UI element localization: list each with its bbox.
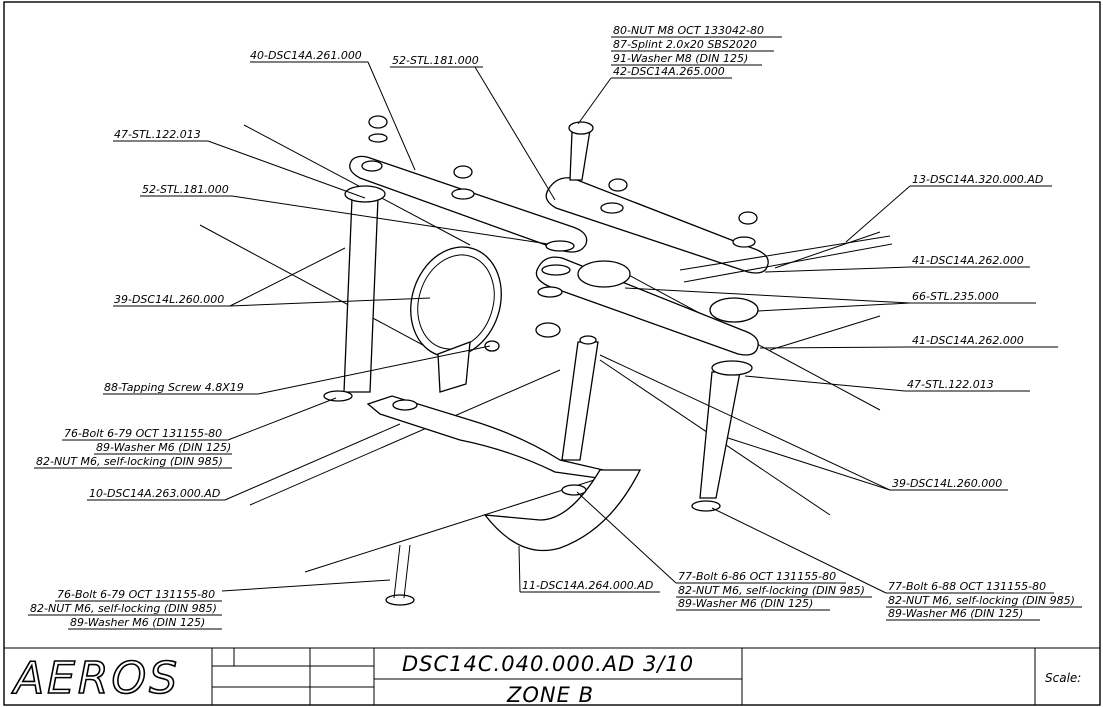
callout-77-bolt-b: 77-Bolt 6-88 OCT 131155-80	[888, 580, 1046, 593]
callout-89-washer-m6-d: 89-Washer M6 (DIN 125)	[70, 616, 205, 629]
callout-76-bolt-a: 76-Bolt 6-79 OCT 131155-80	[64, 427, 222, 440]
drawing-number: DSC14C.040.000.AD 3/10	[402, 652, 694, 676]
callout-47-stl-122-right: 47-STL.122.013	[907, 378, 994, 391]
scale-label: Scale:	[1045, 671, 1081, 685]
sheet-border	[3, 1, 1101, 706]
callout-42-dsc14a-265: 42-DSC14A.265.000	[613, 65, 725, 78]
callout-41-dsc14a-262-a: 41-DSC14A.262.000	[912, 254, 1024, 267]
assembly-drawing	[199, 115, 893, 606]
callout-76-bolt-b: 76-Bolt 6-79 OCT 131155-80	[57, 588, 215, 601]
callout-89-washer-m6-b: 89-Washer M6 (DIN 125)	[678, 597, 813, 610]
callout-10-dsc14a-263: 10-DSC14A.263.000.AD	[89, 487, 220, 500]
callout-88-tapping-screw: 88-Tapping Screw 4.8X19	[104, 381, 244, 394]
nut-washer-stacks	[361, 115, 758, 606]
leader-lines	[28, 36, 1082, 630]
callout-40-dsc14a-261: 40-DSC14A.261.000	[250, 49, 362, 62]
callout-89-washer-m6-c: 89-Washer M6 (DIN 125)	[888, 607, 1023, 620]
callout-11-dsc14a-264: 11-DSC14A.264.000.AD	[522, 579, 653, 592]
callout-39-dsc14l-260-left: 39-DSC14L.260.000	[114, 293, 224, 306]
aeros-logo: AEROS	[11, 653, 180, 704]
callout-82-nut-m6-b: 82-NUT M6, self-locking (DIN 985)	[678, 584, 865, 597]
callout-labels: 40-DSC14A.261.000 52-STL.181.000 80-NUT …	[30, 24, 1075, 629]
callout-82-nut-m6-c: 82-NUT M6, self-locking (DIN 985)	[888, 594, 1075, 607]
callout-89-washer-m6-a: 89-Washer M6 (DIN 125)	[96, 441, 231, 454]
callout-52-stl-181-top: 52-STL.181.000	[392, 54, 479, 67]
callout-52-stl-181-left: 52-STL.181.000	[142, 183, 229, 196]
callout-77-bolt-a: 77-Bolt 6-86 OCT 131155-80	[678, 570, 836, 583]
callout-82-nut-m6-d: 82-NUT M6, self-locking (DIN 985)	[30, 602, 217, 615]
callout-87-splint: 87-Splint 2.0x20 SBS2020	[613, 38, 757, 51]
callout-39-dsc14l-260-right: 39-DSC14L.260.000	[892, 477, 1002, 490]
callout-13-dsc14a-320: 13-DSC14A.320.000.AD	[912, 173, 1043, 186]
zone-label: ZONE B	[506, 683, 594, 707]
callout-41-dsc14a-262-b: 41-DSC14A.262.000	[912, 334, 1024, 347]
callout-66-stl-235: 66-STL.235.000	[912, 290, 999, 303]
callout-91-washer-m8: 91-Washer M8 (DIN 125)	[613, 52, 748, 65]
title-block: AEROS DSC14C.040.000.AD 3/10 ZONE B Scal…	[4, 647, 1100, 707]
callout-47-stl-122-left: 47-STL.122.013	[114, 128, 201, 141]
callout-80-nut-m8: 80-NUT M8 OCT 133042-80	[613, 24, 764, 37]
callout-82-nut-m6-a: 82-NUT M6, self-locking (DIN 985)	[36, 455, 223, 468]
